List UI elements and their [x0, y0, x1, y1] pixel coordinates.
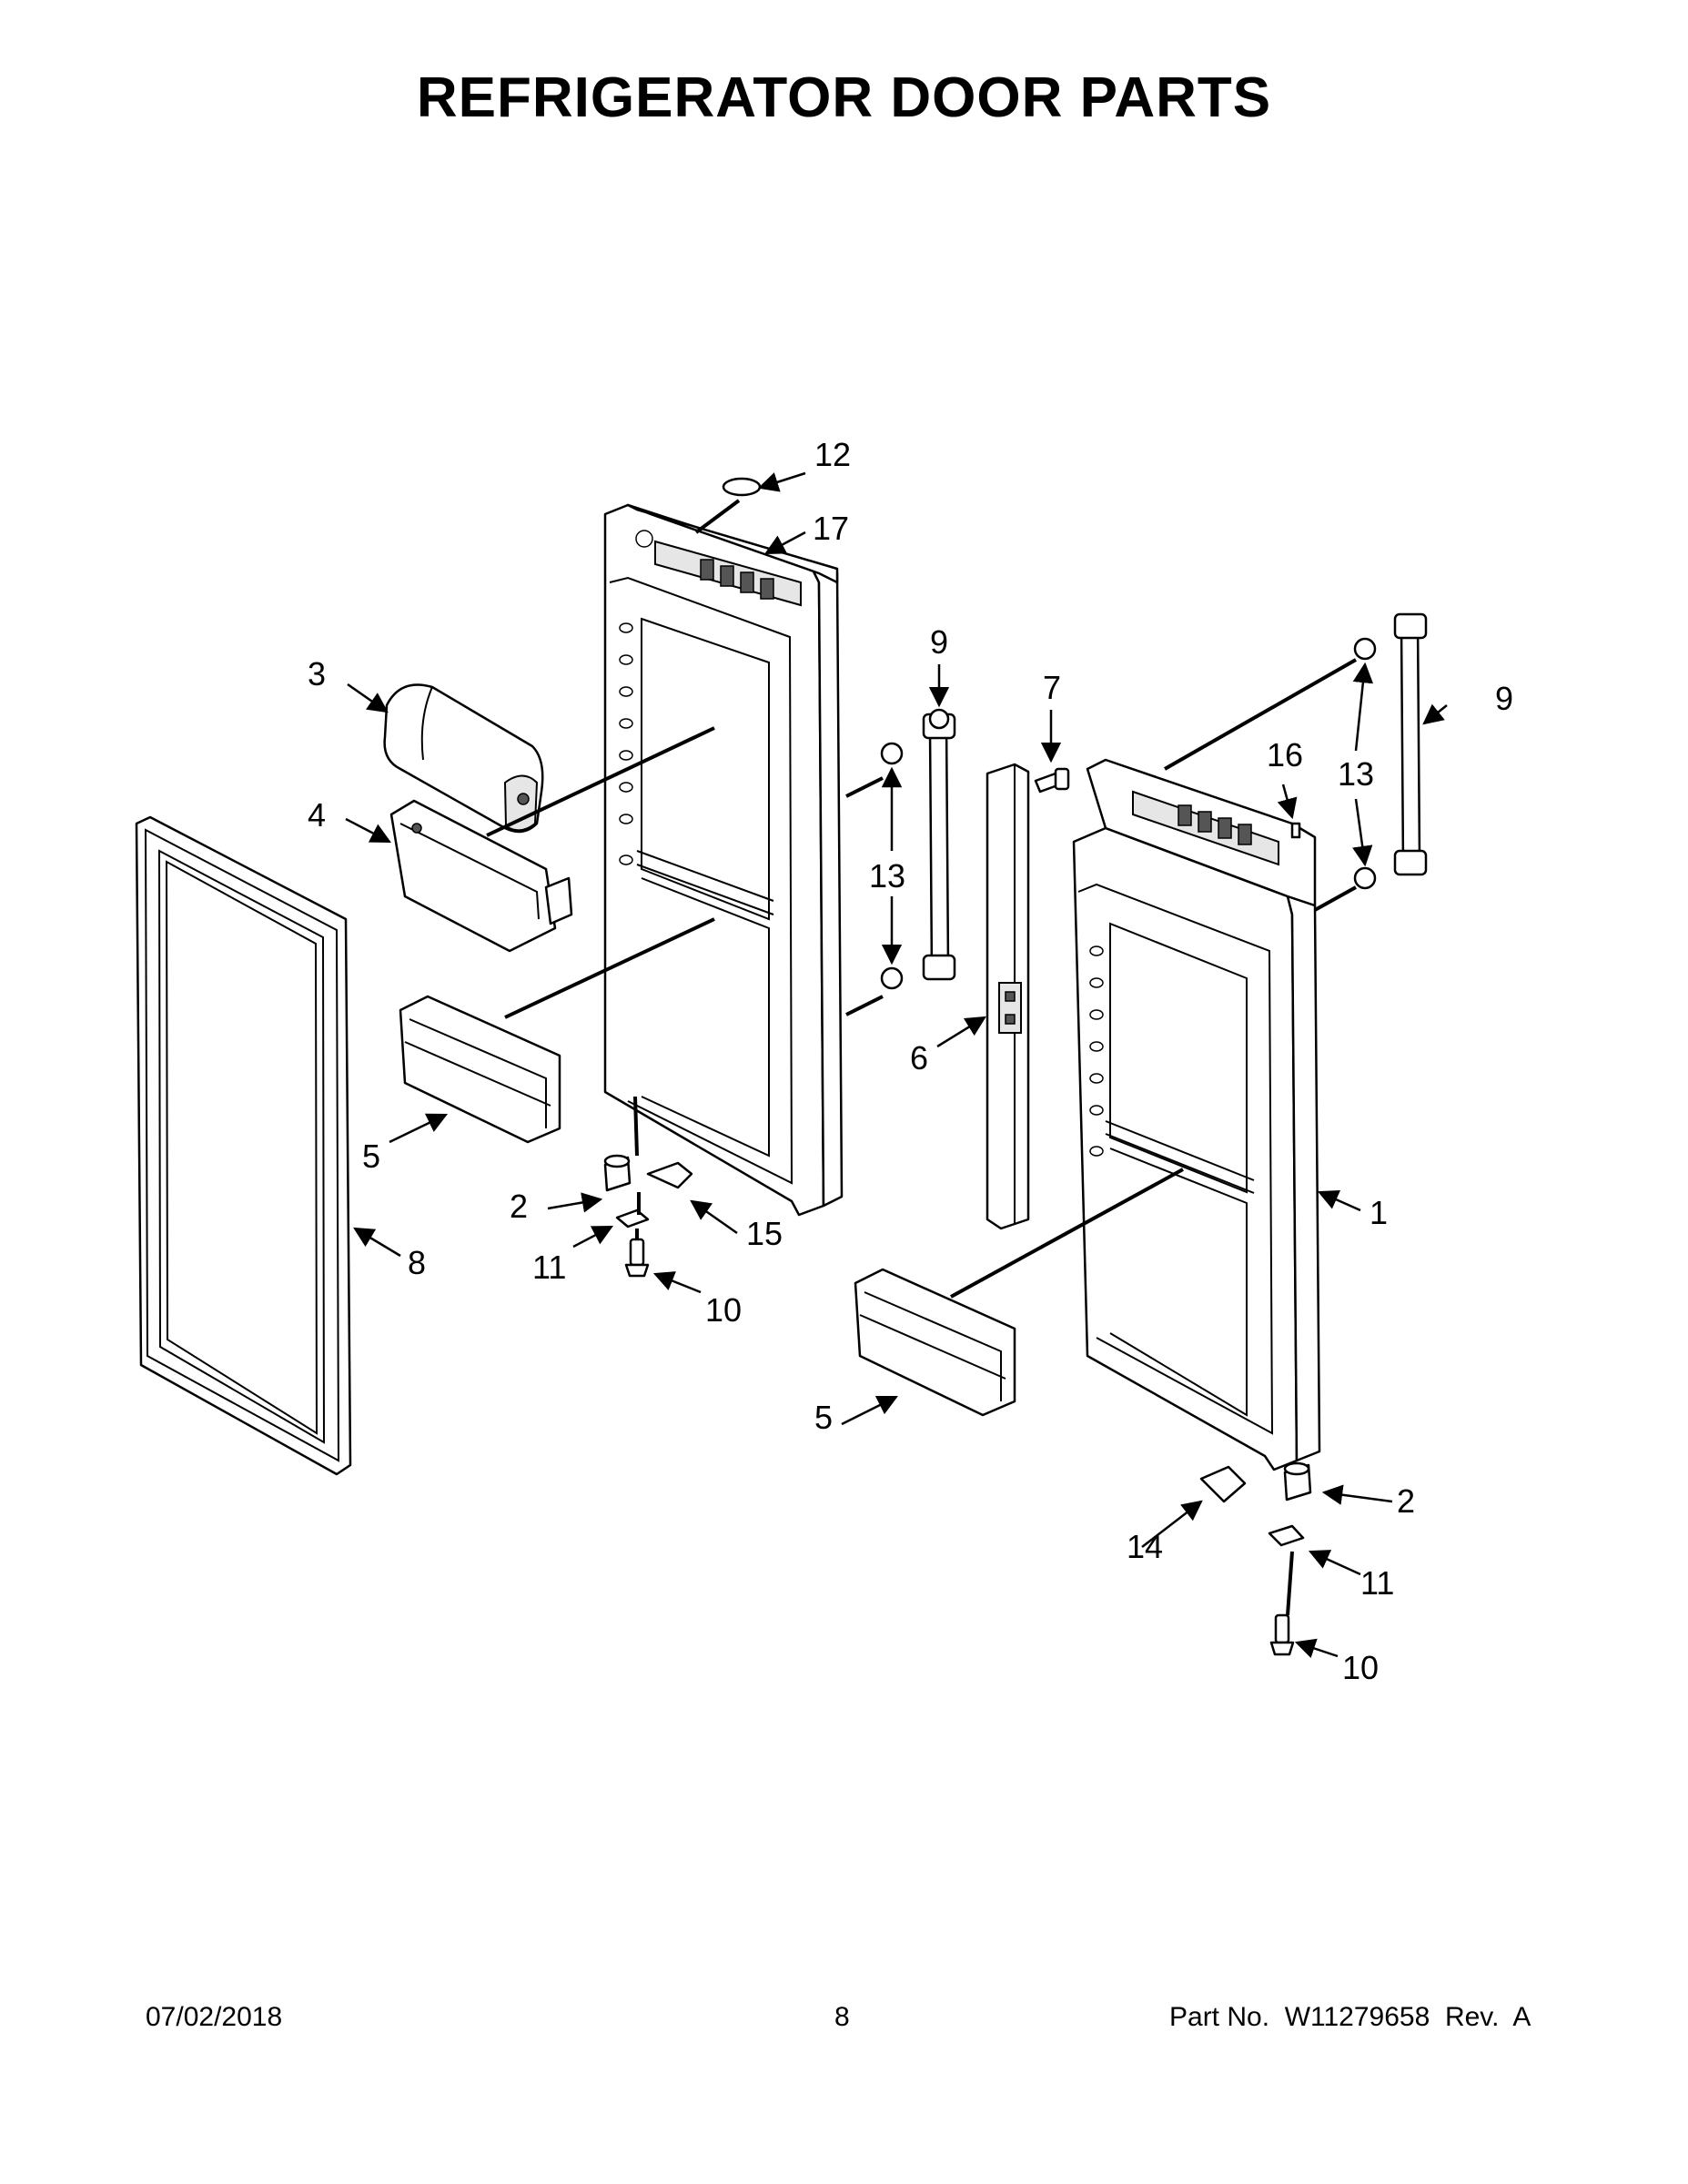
left-door: [603, 503, 844, 1217]
door-bin-upper: [389, 799, 573, 953]
callout-arrows: [345, 471, 1448, 1659]
handle-left: [922, 708, 956, 981]
callout-2-left: 2: [510, 1188, 528, 1225]
callout-9-left: 9: [930, 623, 948, 661]
callout-8: 8: [408, 1244, 426, 1281]
callout-9-right: 9: [1495, 680, 1513, 717]
door-bin-left: [399, 995, 561, 1144]
callout-5-right: 5: [814, 1399, 833, 1436]
door-bin-right: [854, 1268, 1016, 1417]
page-title: REFRIGERATOR DOOR PARTS: [416, 66, 1272, 129]
callout-11-right: 11: [1360, 1564, 1394, 1602]
handle-trim: [986, 763, 1030, 1230]
callout-15: 15: [746, 1215, 783, 1252]
right-door: [1072, 758, 1321, 1471]
door-gasket: [135, 815, 352, 1476]
callout-12: 12: [814, 436, 851, 473]
callout-13-right: 13: [1338, 755, 1374, 793]
callout-4: 4: [308, 796, 326, 834]
callout-10-right: 10: [1342, 1649, 1379, 1686]
leader-lines: [486, 499, 1357, 1616]
callout-labels: 12 17 3 4 9 7 9 16 13 13 6 5 1 2 15 11 8…: [308, 436, 1513, 1686]
callout-5-left: 5: [362, 1138, 380, 1175]
footer-part-number: Part No. W11279658 Rev. A: [1169, 2002, 1531, 2032]
footer-page-number: 8: [834, 2002, 850, 2032]
callout-14: 14: [1127, 1528, 1163, 1565]
callout-10-left: 10: [705, 1291, 742, 1329]
callout-6: 6: [910, 1039, 928, 1077]
handle-studs: [880, 637, 1377, 990]
hinge-hardware: [603, 477, 1312, 1656]
callout-3: 3: [308, 655, 326, 693]
callout-2-right: 2: [1397, 1482, 1415, 1520]
callout-16: 16: [1267, 736, 1303, 774]
footer-date: 07/02/2018: [146, 2002, 283, 2032]
callout-7: 7: [1043, 669, 1061, 706]
callout-13-left: 13: [869, 857, 905, 895]
callout-1: 1: [1370, 1194, 1388, 1231]
callout-17: 17: [813, 510, 849, 547]
screw-7: [1034, 767, 1070, 794]
callout-11-left: 11: [532, 1249, 566, 1286]
handle-right: [1393, 612, 1428, 876]
